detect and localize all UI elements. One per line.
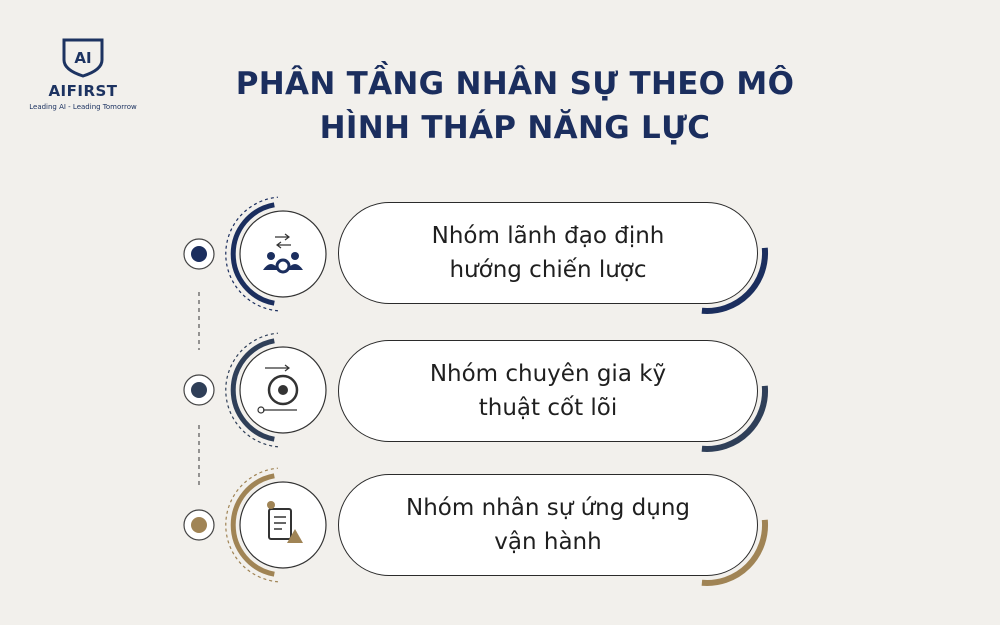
shield-logo-icon: AI xyxy=(62,38,104,78)
tier-label: Nhóm nhân sự ứng dụng vận hành xyxy=(406,495,690,555)
pill-accent xyxy=(701,519,769,587)
tier-card-operations: Nhóm nhân sự ứng dụng vận hành xyxy=(338,474,758,576)
tier-bullet xyxy=(183,374,215,406)
brand-logo: AI AIFIRST Leading AI - Leading Tomorrow xyxy=(28,36,138,111)
checklist-warning-icon xyxy=(225,467,327,583)
process-gear-icon xyxy=(225,332,327,448)
tier-bullet xyxy=(183,238,215,270)
brand-tagline: Leading AI - Leading Tomorrow xyxy=(29,103,137,111)
page-title: PHÂN TẦNG NHÂN SỰ THEO MÔ HÌNH THÁP NĂNG… xyxy=(235,66,795,146)
pill-accent xyxy=(701,247,769,315)
tier-bullet xyxy=(183,509,215,541)
tier-card-leadership: Nhóm lãnh đạo định hướng chiến lược xyxy=(338,202,758,304)
pill-accent xyxy=(701,385,769,453)
leadership-team-icon xyxy=(225,196,327,312)
tier-label: Nhóm chuyên gia kỹ thuật cốt lõi xyxy=(429,361,667,421)
logo-mark: AI xyxy=(74,49,91,67)
tier-card-experts: Nhóm chuyên gia kỹ thuật cốt lõi xyxy=(338,340,758,442)
brand-name: AIFIRST xyxy=(48,82,118,100)
tier-label: Nhóm lãnh đạo định hướng chiến lược xyxy=(431,223,665,283)
